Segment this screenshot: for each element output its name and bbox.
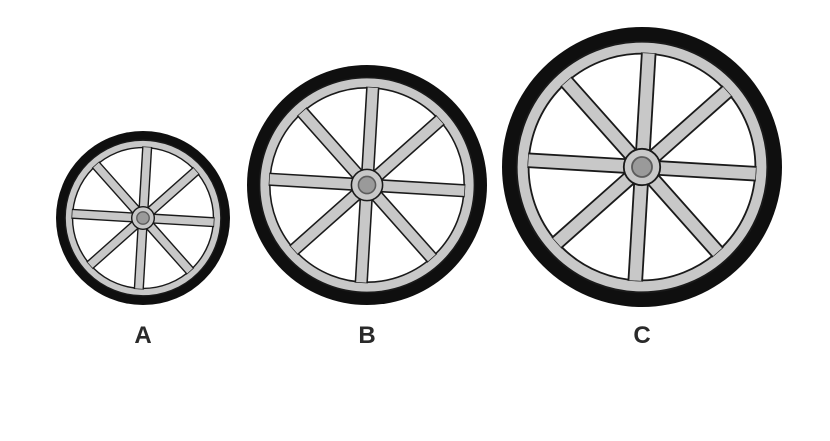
spoke xyxy=(652,161,756,180)
spoke xyxy=(135,224,147,289)
spoke xyxy=(553,169,638,248)
hub-center xyxy=(136,211,150,225)
spoke xyxy=(561,78,640,163)
spoke xyxy=(356,194,372,283)
spoke xyxy=(298,108,365,182)
spoke xyxy=(644,171,723,256)
wheel-b xyxy=(247,65,487,305)
wheel-c-label: C xyxy=(633,322,651,349)
spoke xyxy=(646,86,731,165)
wheel-b-label: B xyxy=(358,322,376,349)
spoke xyxy=(528,154,632,173)
spoke xyxy=(370,116,444,183)
wheel-a xyxy=(56,131,230,305)
spoke xyxy=(376,180,465,196)
hub-center xyxy=(357,175,377,195)
spoke xyxy=(72,210,137,222)
spoke xyxy=(369,188,436,262)
wheel-c xyxy=(502,27,782,307)
spoke xyxy=(269,174,358,190)
spoke xyxy=(290,187,364,254)
spoke xyxy=(629,177,648,281)
spoke xyxy=(87,219,141,268)
hub-center xyxy=(631,156,653,178)
spoke xyxy=(362,87,378,176)
spoke xyxy=(149,214,214,226)
spoke xyxy=(145,168,199,217)
spoke xyxy=(144,220,193,274)
spoke xyxy=(139,147,151,212)
wheel-a-label: A xyxy=(134,322,152,349)
spoke xyxy=(636,53,655,157)
spoke xyxy=(93,162,142,216)
